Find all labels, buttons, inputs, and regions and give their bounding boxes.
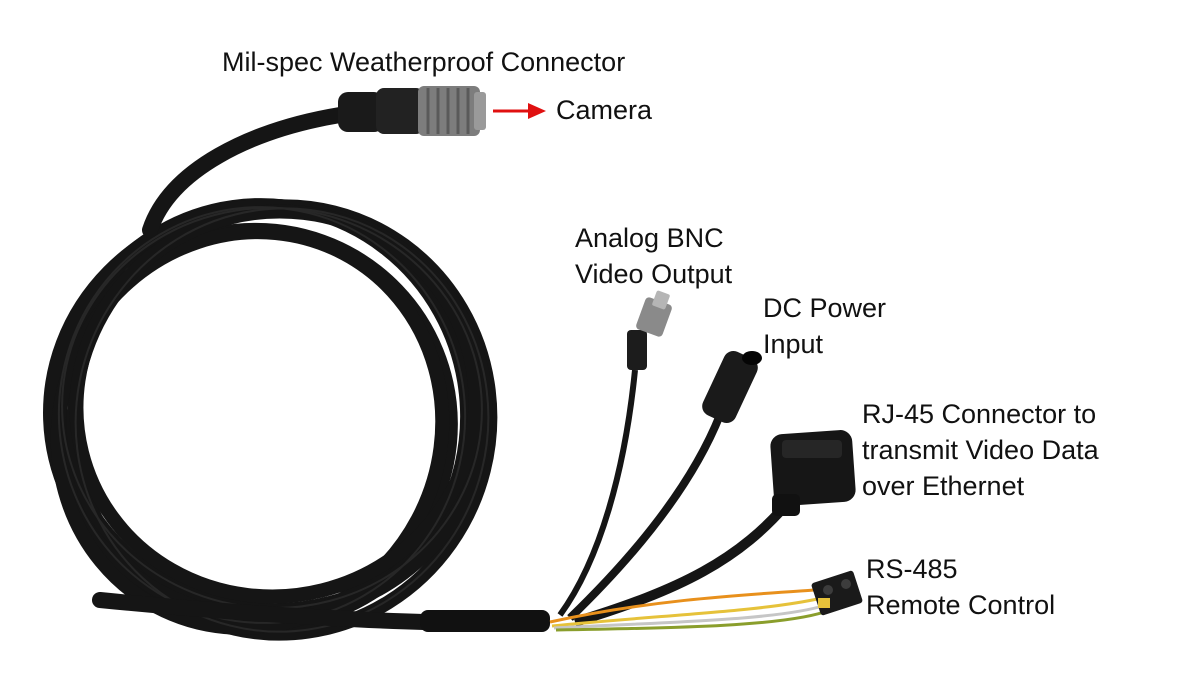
rs485-terminal-block [811, 570, 863, 616]
connector-lead-cable [142, 107, 348, 238]
rj45-label-line: RJ-45 Connector to [862, 399, 1097, 429]
dc-power-connector [702, 350, 762, 424]
heat-shrink [420, 610, 550, 632]
rs485-label-line: RS-485 [866, 554, 958, 584]
rj45-connector [770, 430, 856, 516]
bnc-label-line: Analog BNC [575, 223, 724, 253]
rj45-label-line: over Ethernet [862, 471, 1025, 501]
bnc-video-output-label: Analog BNC Video Output [575, 220, 732, 292]
milspec-connector [338, 86, 486, 136]
rj45-connector-label: RJ-45 Connector to transmit Video Data o… [862, 396, 1099, 504]
camera-label: Camera [556, 95, 653, 125]
dc-label-line: Input [763, 329, 824, 359]
rs485-wires [549, 588, 831, 632]
camera-arrow [493, 103, 546, 119]
dc-power-input-label: DC Power Input [763, 290, 886, 362]
bnc-branch-cable [557, 369, 638, 617]
rs485-remote-control-label: RS-485 Remote Control [866, 551, 1055, 623]
bnc-label-line: Video Output [575, 259, 733, 289]
dc-label-line: DC Power [763, 293, 887, 323]
dc-branch-cable [567, 413, 724, 621]
rj45-label-line: transmit Video Data [862, 435, 1099, 465]
milspec-connector-label: Mil-spec Weatherproof Connector [222, 47, 626, 77]
rs485-label-line: Remote Control [866, 590, 1056, 620]
bnc-connector [627, 290, 672, 370]
